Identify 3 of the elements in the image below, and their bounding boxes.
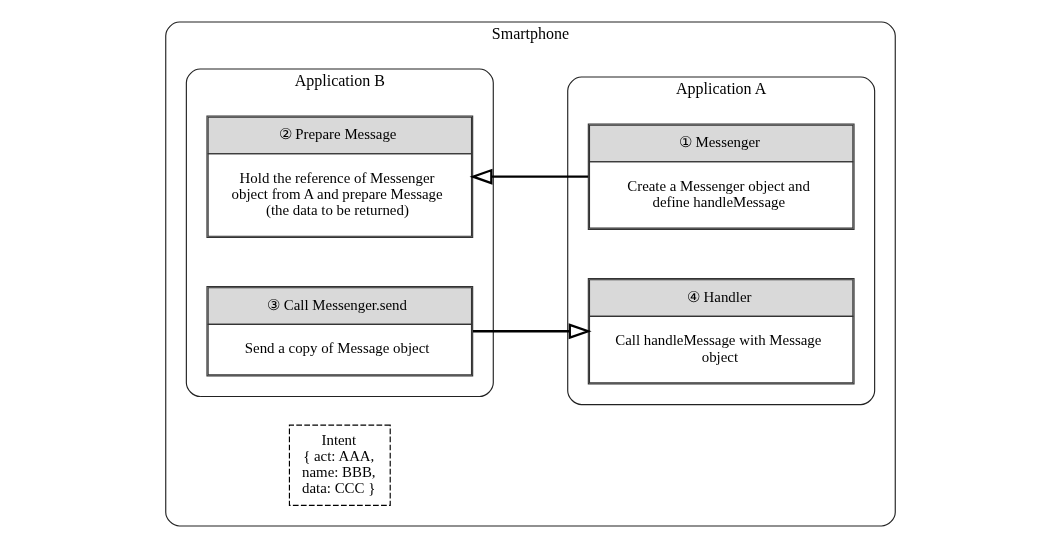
arrow xyxy=(472,323,592,340)
node-box: Intent { act: AAA, name: BBB, data: CCC } xyxy=(288,424,391,506)
arrow xyxy=(469,168,588,185)
